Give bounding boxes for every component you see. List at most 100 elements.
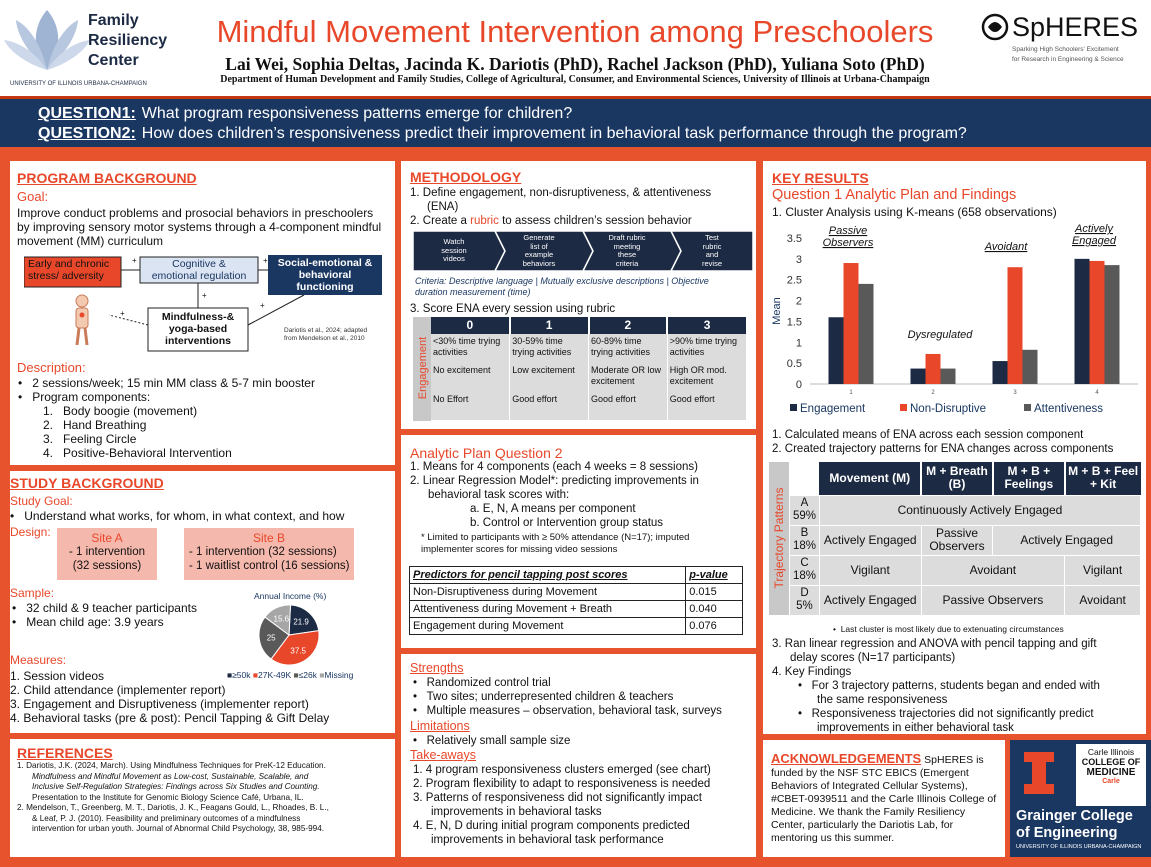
arrow-text: list of (530, 241, 548, 251)
spheres-tagline1: Sparking High Schoolers' Excitement (1012, 46, 1119, 53)
key-results-panel: KEY RESULTS Question 1 Analytic Plan and… (763, 161, 1146, 734)
arrow-text: meeting (613, 241, 641, 251)
box-line: yoga-based (168, 323, 228, 335)
x-tick-label: 2 (931, 390, 935, 396)
list-item: 1. Means for 4 components (each 4 weeks … (410, 461, 698, 473)
list-item: 3. Ran linear regression and ANOVA with … (772, 638, 1097, 650)
rubric-row: No excitement Low excitement Moderate OR… (431, 363, 746, 392)
box-line: Early and chronic (28, 258, 110, 270)
list-item: the same responsiveness (817, 694, 948, 706)
rubric-cell: 60-89% time trying activities (588, 334, 668, 363)
poster-title: Mindful Movement Intervention among Pres… (216, 14, 934, 49)
row-pct: 18% (792, 570, 816, 582)
question-1-label: QUESTION1: (38, 105, 136, 122)
description-label: Description: (17, 360, 86, 375)
spheres-tagline2: for Research in Engineering & Science (1012, 56, 1124, 63)
row-letter: B (800, 527, 809, 539)
sample-list: • 32 child & 9 teacher participants • Me… (12, 601, 197, 629)
plus-sign: + (202, 291, 207, 300)
list-item: 4. Behavioral tasks (pre & post): Pencil… (10, 711, 330, 725)
rubric-side-band: Engagement (413, 317, 431, 421)
goal-text: Improve conduct problems and prosocial b… (17, 206, 381, 248)
arrow-text: and (705, 250, 719, 259)
reference-line: Mindfulness and Mindful Movement as Low-… (32, 771, 309, 781)
list-item-text: Mean child age: 3.9 years (26, 615, 164, 629)
pie-slice (258, 616, 290, 660)
y-tick-label: 0.5 (787, 358, 802, 370)
rubric-header-row: 0 1 2 3 (431, 317, 746, 334)
list-item: improvements in behavioral task performa… (431, 834, 664, 846)
table-cell: 0.015 (685, 583, 743, 601)
list-item: • Multiple measures – observation, behav… (413, 705, 722, 717)
bar (992, 361, 1008, 384)
step-line: 2. Create a rubric to assess children’s … (410, 214, 711, 228)
rubric-cell: Moderate OR low excitement (588, 363, 668, 392)
ack-line: Behaviors of Integrated Cellular Systems… (771, 780, 968, 792)
site-a-line: (32 sessions) (72, 560, 142, 572)
list-item: 3. Engagement and Disruptiveness (implem… (10, 697, 309, 711)
rubric-col-header: 3 (703, 318, 711, 332)
pie-slice (264, 604, 292, 636)
process-arrows (413, 230, 753, 272)
acknowledgements-heading: ACKNOWLEDGEMENTS (771, 751, 922, 766)
rubric-cell: >90% time trying activities (669, 336, 738, 357)
references-panel: REFERENCES 1. Dariotis, J.K. (2024, Marc… (10, 739, 395, 857)
grainger-logo: Grainger College of Engineering (1016, 808, 1133, 842)
conceptual-model-diagram (24, 255, 382, 352)
key-results-subheading: Question 1 Analytic Plan and Findings (772, 187, 1017, 203)
institution-logos: Carle Illinois COLLEGE OF MEDICINE Carle… (1010, 740, 1151, 857)
pie-legend: ■≥50k ■27K-49K ■≤26k ■Missing (227, 670, 353, 680)
carle-illinois-logo: Carle Illinois COLLEGE OF MEDICINE Carle (1076, 744, 1146, 806)
trajectory-cell: Passive Observers (920, 524, 994, 556)
strengths-panel: Strengths • Randomized control trial • T… (401, 654, 756, 857)
list-item: behavioral task scores with: (428, 489, 570, 501)
row-pct: 59% (792, 510, 816, 522)
regression-col-header: p-value (685, 566, 743, 584)
list-item-text: Feeling Circle (63, 432, 137, 446)
legend-label: Engagement (800, 403, 866, 415)
block-i-icon (1024, 752, 1054, 794)
trajectory-side-label: Trajectory Patterns (772, 487, 786, 589)
regression-header-row: Predictors for pencil tapping post score… (408, 566, 743, 584)
list-item: • 32 child & 9 teacher participants (12, 601, 197, 615)
site-a-box: Site A - 1 intervention (32 sessions) (57, 528, 157, 580)
cluster-label: Dysregulated (908, 329, 974, 341)
legend-swatch (790, 404, 797, 411)
study-background-heading: STUDY BACKGROUND (10, 475, 164, 491)
list-item: 1. 4 program responsiveness clusters eme… (413, 764, 711, 776)
analytic-q2-note: * Limited to participants with ≥ 50% att… (421, 532, 689, 555)
box-line: stress/ adversity (28, 270, 104, 282)
grainger-line: of Engineering (1016, 825, 1118, 841)
reference-line: & Leaf, P. J. (2010). Feasibility and pr… (32, 813, 301, 823)
rubric-word: rubric (470, 215, 499, 227)
source-line: Dariotis et al., 2024; adapted (284, 327, 368, 334)
row-letter: A (800, 497, 809, 509)
y-tick-label: 1 (796, 337, 802, 349)
pie-slice-label: 15.6 (274, 615, 290, 624)
cluster-label: Avoidant (984, 241, 1029, 253)
list-item-text: Relatively small sample size (426, 735, 571, 747)
row-pct: 5% (796, 600, 813, 612)
plus-sign: + (260, 301, 265, 310)
regression-col-header: Predictors for pencil tapping post score… (408, 566, 687, 584)
list-item: improvements in either behavioral task (817, 722, 1014, 734)
diagram-source: Dariotis et al., 2024; adapted from Mend… (284, 327, 367, 343)
list-item-text: Body boogie (movement) (63, 404, 198, 418)
list-item: • Mean child age: 3.9 years (12, 615, 164, 629)
logo-line1: Family (88, 12, 139, 29)
arrow-text: Generate (523, 233, 555, 242)
ack-text: SpHERES is (924, 754, 984, 766)
grainger-sub: UNIVERSITY OF ILLINOIS URBANA-CHAMPAIGN (1016, 844, 1142, 850)
study-goal-label: Study Goal: (10, 494, 73, 508)
logo-line3: Center (88, 52, 139, 69)
note-line: implementer scores for missing video ses… (421, 543, 618, 555)
ack-line: Medicine. We thank the Family Resiliency (771, 806, 966, 818)
legend-swatch (900, 404, 907, 411)
list-item: 2. Child attendance (implementer report) (10, 683, 226, 697)
list-item-text: 2 sessions/week; 15 min MM class & 5-7 m… (32, 376, 315, 390)
reference-line: 2. Mendelson, T., Greenberg, M. T., Dari… (17, 803, 329, 812)
